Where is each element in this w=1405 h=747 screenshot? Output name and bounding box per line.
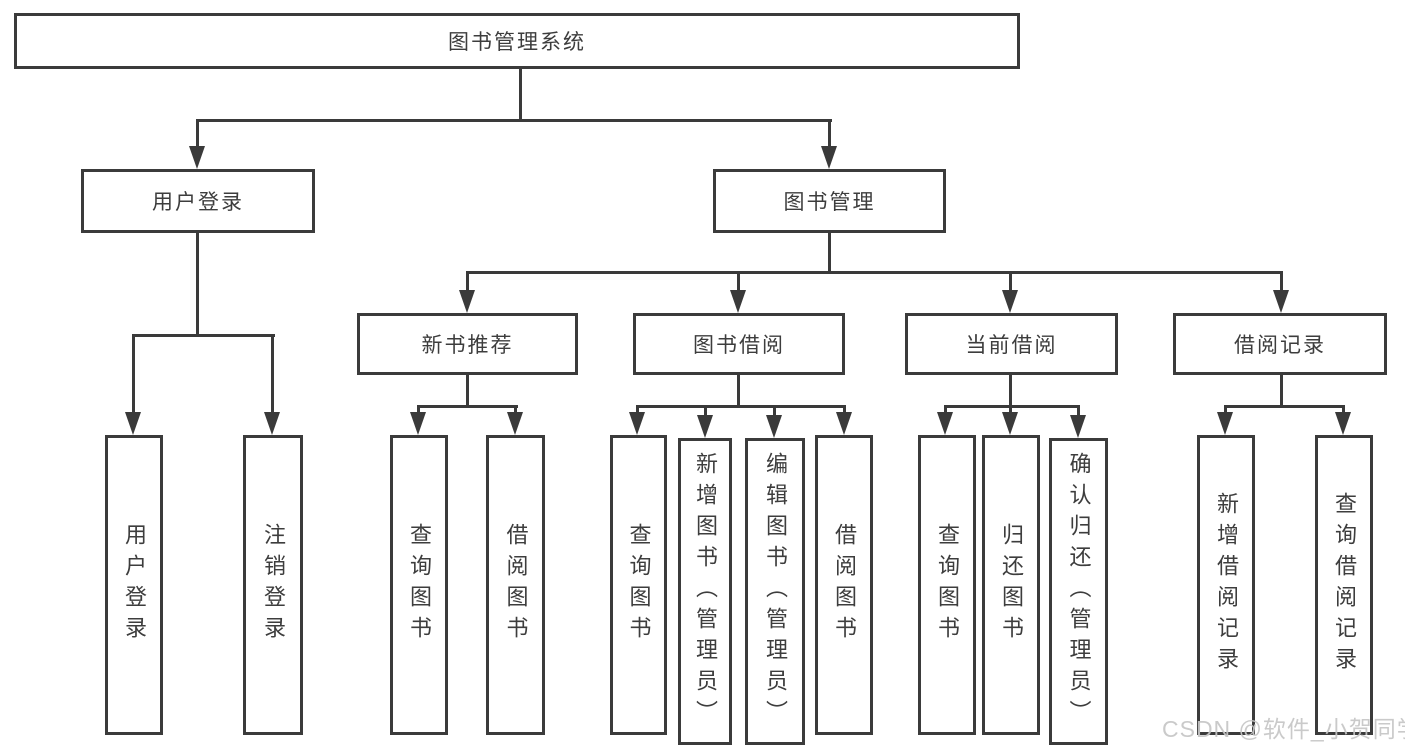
connector-line <box>1280 373 1283 408</box>
arrowhead-down-icon <box>507 412 523 435</box>
arrowhead-down-icon <box>1002 412 1018 435</box>
node-label: 借阅记录 <box>1234 334 1326 357</box>
leaf-br-query-record: 查询借阅记录 <box>1315 435 1373 735</box>
connector-line <box>636 405 639 417</box>
leaf-label: 查询图书 <box>626 523 652 647</box>
leaf-rec-borrow-books: 借阅图书 <box>486 435 545 735</box>
arrowhead-down-icon <box>730 290 746 313</box>
connector-line <box>466 271 1283 274</box>
connector-line <box>132 334 275 337</box>
connector-line <box>737 373 740 408</box>
leaf-label: 确认归还（管理员） <box>1066 452 1092 731</box>
arrowhead-down-icon <box>766 415 782 438</box>
leaf-cb-return-books: 归还图书 <box>982 435 1040 735</box>
connector-line <box>514 405 517 417</box>
connector-line <box>1224 405 1227 417</box>
connector-line <box>636 405 846 408</box>
connector-line <box>1009 373 1012 408</box>
leaf-label: 借阅图书 <box>503 523 529 647</box>
arrowhead-down-icon <box>1273 290 1289 313</box>
connector-line <box>466 271 469 293</box>
connector-line <box>271 334 274 416</box>
connector-line <box>132 334 135 416</box>
connector-line <box>1077 405 1080 419</box>
leaf-label: 用户登录 <box>122 523 147 647</box>
node-root-library-system: 图书管理系统 <box>14 13 1020 69</box>
connector-line <box>843 405 846 417</box>
connector-line <box>773 405 776 419</box>
node-current-borrowing: 当前借阅 <box>905 313 1118 375</box>
leaf-br-add-record: 新增借阅记录 <box>1197 435 1255 735</box>
node-book-management: 图书管理 <box>713 169 946 233</box>
arrowhead-down-icon <box>821 146 837 169</box>
connector-line <box>1009 271 1012 293</box>
node-new-book-recommendation: 新书推荐 <box>357 313 578 375</box>
connector-line <box>944 405 1080 408</box>
leaf-rec-query-books: 查询图书 <box>390 435 448 735</box>
arrowhead-down-icon <box>1217 412 1233 435</box>
arrowhead-down-icon <box>836 412 852 435</box>
leaf-bb-borrow-books: 借阅图书 <box>815 435 873 735</box>
leaf-cb-confirm-return-admin: 确认归还（管理员） <box>1049 438 1108 745</box>
arrowhead-down-icon <box>459 290 475 313</box>
leaf-label: 新增借阅记录 <box>1214 492 1239 678</box>
connector-line <box>944 405 947 417</box>
connector-line <box>417 405 518 408</box>
leaf-bb-edit-books-admin: 编辑图书（管理员） <box>745 438 805 745</box>
arrowhead-down-icon <box>189 146 205 169</box>
connector-line <box>196 119 832 122</box>
connector-line <box>828 119 831 149</box>
leaf-cb-query-books: 查询图书 <box>918 435 976 735</box>
csdn-watermark: CSDN @软件_小贺同学 <box>1162 716 1405 742</box>
node-label: 新书推荐 <box>421 334 514 357</box>
connector-line <box>1009 405 1012 417</box>
leaf-label: 借阅图书 <box>832 523 857 647</box>
node-user-login: 用户登录 <box>81 169 315 233</box>
connector-line <box>1280 271 1283 293</box>
node-label: 用户登录 <box>152 191 244 214</box>
connector-line <box>828 231 831 274</box>
leaf-label: 查询图书 <box>935 523 960 647</box>
connector-line <box>519 69 522 122</box>
node-label: 图书管理系统 <box>448 31 586 54</box>
leaf-label: 归还图书 <box>999 523 1024 647</box>
connector-line <box>704 405 707 419</box>
arrowhead-down-icon <box>1070 415 1086 438</box>
connector-line <box>1342 405 1345 417</box>
node-book-borrowing: 图书借阅 <box>633 313 845 375</box>
node-label: 图书借阅 <box>693 334 785 357</box>
arrowhead-down-icon <box>410 412 426 435</box>
arrowhead-down-icon <box>125 412 141 435</box>
leaf-bb-query-books: 查询图书 <box>610 435 667 735</box>
connector-line <box>737 271 740 293</box>
connector-line <box>196 119 199 149</box>
leaf-label: 新增图书（管理员） <box>693 452 718 731</box>
connector-line <box>417 405 420 417</box>
leaf-logout: 注销登录 <box>243 435 303 735</box>
node-borrowing-records: 借阅记录 <box>1173 313 1387 375</box>
leaf-label: 编辑图书（管理员） <box>763 452 788 731</box>
connector-line <box>1224 405 1345 408</box>
arrowhead-down-icon <box>697 415 713 438</box>
arrowhead-down-icon <box>629 412 645 435</box>
leaf-label: 查询借阅记录 <box>1332 492 1357 678</box>
arrowhead-down-icon <box>1002 290 1018 313</box>
connector-line <box>196 231 199 336</box>
leaf-bb-add-books-admin: 新增图书（管理员） <box>678 438 732 745</box>
leaf-user-login: 用户登录 <box>105 435 163 735</box>
leaf-label: 注销登录 <box>261 523 286 647</box>
node-label: 当前借阅 <box>965 334 1058 357</box>
arrowhead-down-icon <box>937 412 953 435</box>
leaf-label: 查询图书 <box>407 523 432 647</box>
arrowhead-down-icon <box>264 412 280 435</box>
arrowhead-down-icon <box>1335 412 1351 435</box>
node-label: 图书管理 <box>783 191 876 214</box>
connector-line <box>466 373 469 408</box>
